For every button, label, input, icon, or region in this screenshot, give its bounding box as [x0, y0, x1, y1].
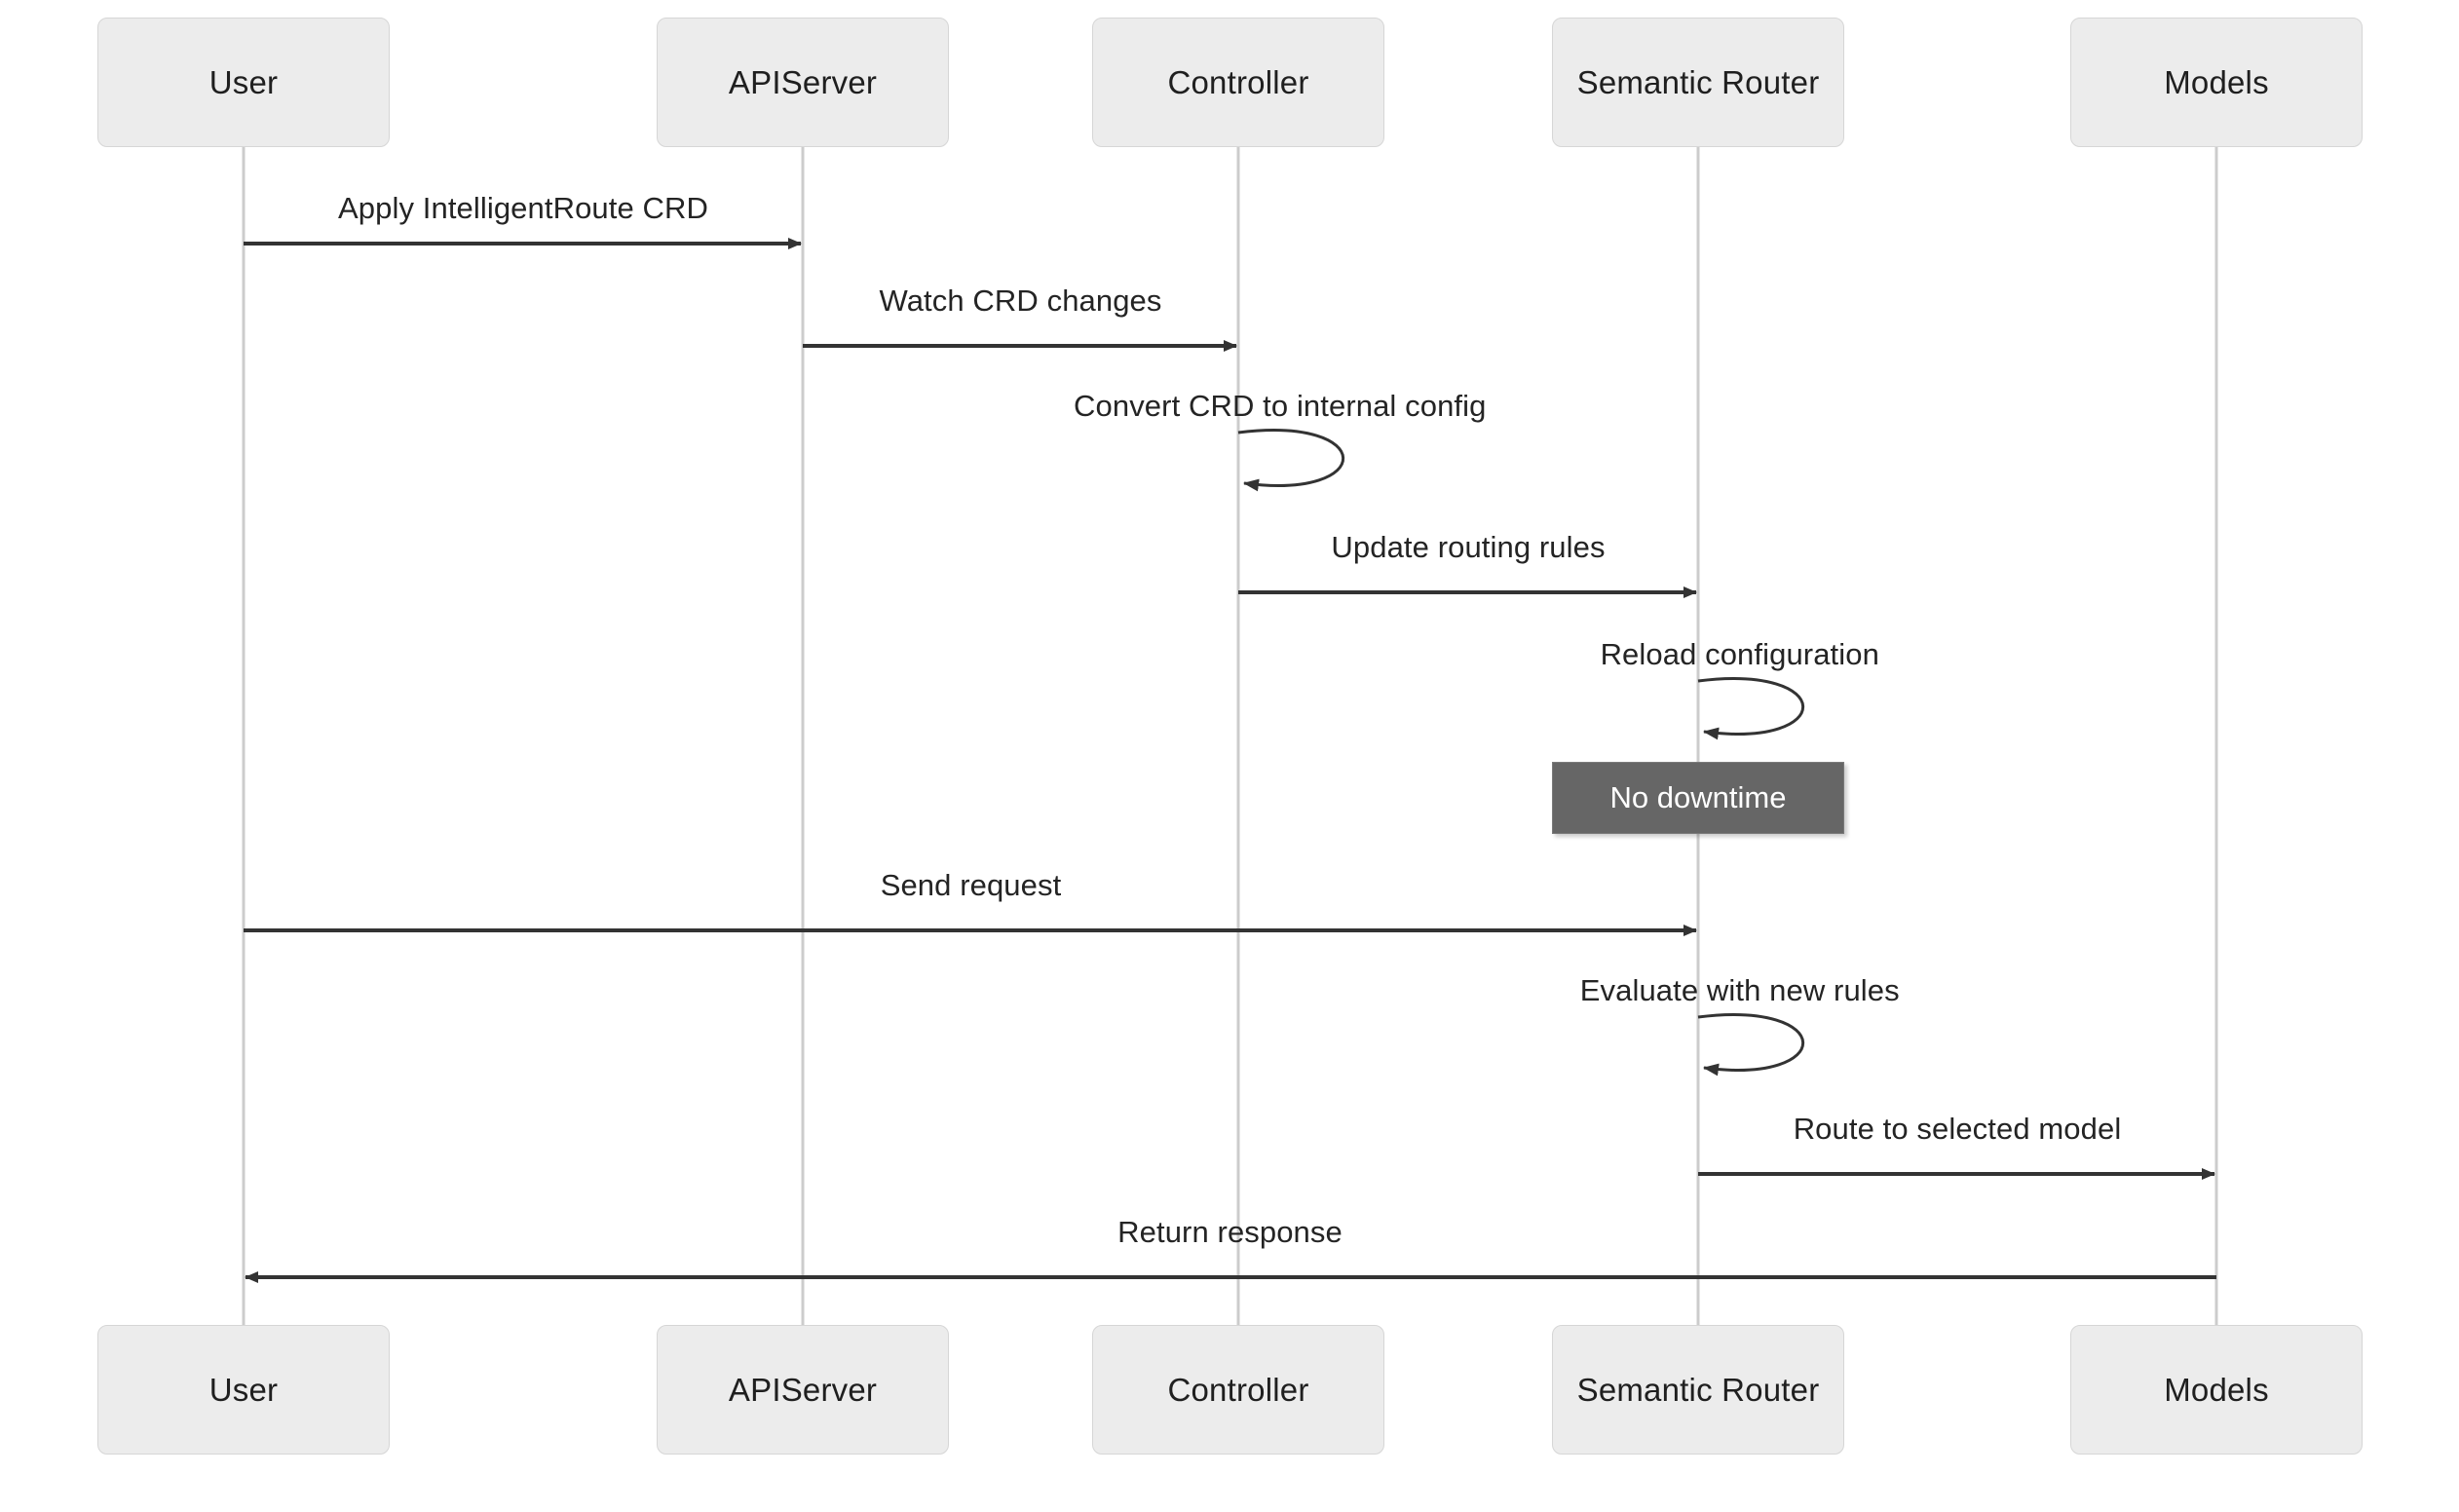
participant-label-apiserver: APIServer — [728, 63, 878, 100]
message-label-m9: Return response — [1117, 1215, 1343, 1249]
participant-label-controller: Controller — [1167, 63, 1309, 100]
message-label-m7: Evaluate with new rules — [1579, 973, 1900, 1007]
participant-box-controller-bottom[interactable]: Controller — [1092, 1325, 1384, 1455]
participant-label-controller: Controller — [1167, 1371, 1309, 1408]
participant-box-controller-top[interactable]: Controller — [1092, 18, 1384, 147]
message-label-m1: Apply IntelligentRoute CRD — [338, 191, 708, 225]
participant-box-user-bottom[interactable]: User — [97, 1325, 390, 1455]
participant-label-models: Models — [2164, 1371, 2269, 1408]
participant-label-apiserver: APIServer — [728, 1371, 878, 1408]
message-label-m8: Route to selected model — [1793, 1112, 2122, 1146]
participant-box-models-bottom[interactable]: Models — [2070, 1325, 2363, 1455]
participant-box-apiserver-top[interactable]: APIServer — [657, 18, 949, 147]
participant-box-models-top[interactable]: Models — [2070, 18, 2363, 147]
message-label-m6: Send request — [880, 868, 1062, 902]
message-label-m4: Update routing rules — [1331, 530, 1606, 564]
participant-label-router: Semantic Router — [1576, 1371, 1820, 1408]
lifelines-group — [242, 147, 2218, 1325]
note-label-n1: No downtime — [1609, 780, 1787, 814]
participant-label-user: User — [208, 1371, 279, 1408]
participant-label-router: Semantic Router — [1576, 63, 1820, 100]
message-label-m5: Reload configuration — [1600, 637, 1879, 671]
participant-label-models: Models — [2164, 63, 2269, 100]
self-message-m7[interactable] — [1697, 1013, 1805, 1077]
participant-box-router-top[interactable]: Semantic Router — [1552, 18, 1844, 147]
participant-label-user: User — [208, 63, 279, 100]
message-connectors-group — [244, 238, 2216, 1283]
participant-box-router-bottom[interactable]: Semantic Router — [1552, 1325, 1844, 1455]
participant-box-user-top[interactable]: User — [97, 18, 390, 147]
note-box-n1[interactable]: No downtime — [1552, 762, 1844, 834]
participant-box-apiserver-bottom[interactable]: APIServer — [657, 1325, 949, 1455]
self-message-m3[interactable] — [1237, 429, 1345, 492]
message-label-m3: Convert CRD to internal config — [1074, 389, 1487, 423]
self-message-m5[interactable] — [1697, 677, 1805, 740]
message-label-m2: Watch CRD changes — [879, 284, 1162, 318]
